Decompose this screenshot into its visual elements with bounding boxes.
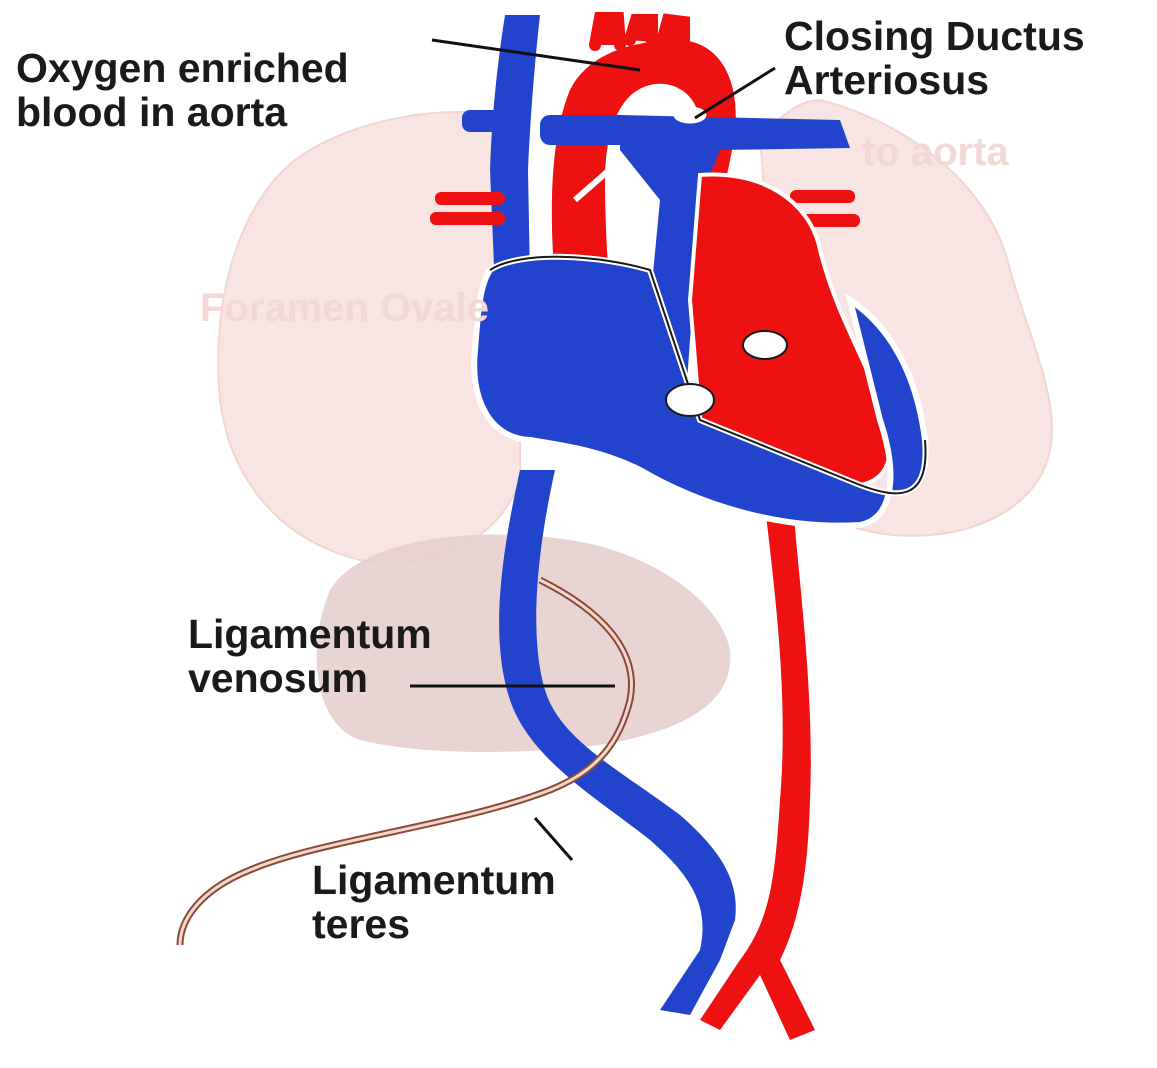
teres-leader	[535, 818, 572, 860]
azygos-vein	[462, 110, 502, 132]
faded-foramen-ovale-text: Foramen Ovale	[200, 286, 489, 331]
label-ductus-line2: Arteriosus	[784, 58, 1085, 102]
label-aorta-line1: Oxygen enriched	[16, 46, 349, 90]
label-teres-line2: teres	[312, 902, 556, 946]
label-aorta-line2: blood in aorta	[16, 90, 349, 134]
label-closing-ductus-arteriosus: Closing Ductus Arteriosus	[784, 14, 1085, 102]
arch-branches	[595, 18, 684, 46]
label-teres-line1: Ligamentum	[312, 858, 556, 902]
faded-to-aorta-text: to aorta	[862, 130, 1009, 175]
label-venosum-line2: venosum	[188, 656, 432, 700]
label-oxygen-enriched-aorta: Oxygen enriched blood in aorta	[16, 46, 349, 134]
label-ductus-line1: Closing Ductus	[784, 14, 1085, 58]
superior-vena-cava	[490, 15, 540, 290]
label-ligamentum-teres: Ligamentum teres	[312, 858, 556, 946]
label-ligamentum-venosum: Ligamentum venosum	[188, 612, 432, 700]
left-pulmonary-artery	[540, 115, 630, 145]
label-venosum-line1: Ligamentum	[188, 612, 432, 656]
